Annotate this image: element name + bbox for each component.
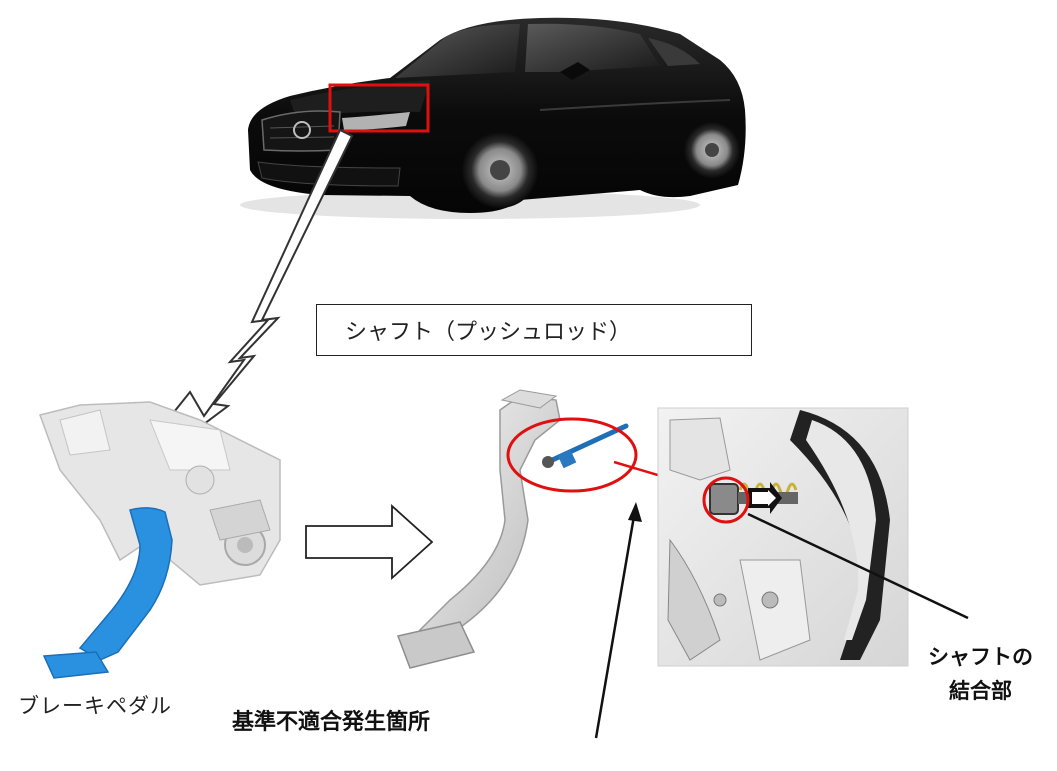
pedal-assembly-icon xyxy=(39,401,281,586)
brake-pedal-blue-icon xyxy=(42,507,173,679)
shaft-highlight-ellipse xyxy=(506,417,638,493)
car-focus-box xyxy=(328,83,430,133)
joint-highlight-circle xyxy=(702,476,750,524)
closeup-photo-icon xyxy=(657,407,909,667)
car-icon xyxy=(240,17,746,219)
shaft-joint-label: シャフトの 結合部 xyxy=(928,640,1033,708)
shaft-label-box: シャフト（プッシュロッド） xyxy=(316,304,752,356)
joint-leader-line xyxy=(747,512,969,620)
defect-pointer-arrow xyxy=(594,502,642,739)
shaft-joint-label-line1: シャフトの xyxy=(928,645,1033,669)
shaft-label: シャフト（プッシュロッド） xyxy=(345,320,632,345)
right-arrow-icon xyxy=(305,503,434,581)
brake-pedal-label: ブレーキペダル xyxy=(18,694,172,718)
shaft-joint-label-line2: 結合部 xyxy=(949,679,1012,703)
pedal-icon xyxy=(396,389,629,669)
defect-location-label: 基準不適合発生箇所 xyxy=(232,710,431,735)
